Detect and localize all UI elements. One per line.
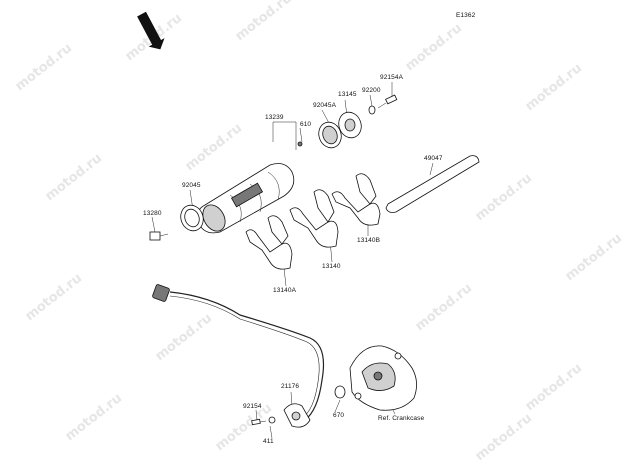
label-13145: 13145 xyxy=(338,91,357,98)
sensor-13280 xyxy=(149,231,169,241)
bolt-92154 xyxy=(251,418,267,426)
washer-92200 xyxy=(368,105,376,115)
bearing-92045 xyxy=(180,204,204,232)
label-92200: 92200 xyxy=(362,87,381,94)
shift-rod-49047 xyxy=(385,155,480,213)
shift-fork-13140 xyxy=(289,189,339,248)
diagram-code: E1362 xyxy=(456,12,476,19)
label-92154a: 92154A xyxy=(380,74,404,81)
label-13140b: 13140B xyxy=(357,237,381,244)
label-13280: 13280 xyxy=(143,210,162,217)
label-411: 411 xyxy=(263,438,274,445)
cam-13145 xyxy=(338,111,362,139)
washer-411 xyxy=(268,416,276,424)
label-670: 670 xyxy=(333,412,345,419)
label-92154: 92154 xyxy=(243,403,262,410)
label-92045: 92045 xyxy=(182,182,201,189)
front-arrow-icon xyxy=(137,11,165,50)
label-610: 610 xyxy=(300,121,312,128)
label-13140a: 13140A xyxy=(273,287,297,294)
crankcase-ref xyxy=(349,345,417,411)
label-ref-crankcase: Ref. Crankcase xyxy=(378,415,425,422)
shift-fork-13140a xyxy=(245,215,293,270)
o-ring-670 xyxy=(334,385,346,399)
label-92045a: 92045A xyxy=(313,102,337,109)
bolt-92154a xyxy=(377,94,398,109)
wire-harness xyxy=(152,284,325,421)
label-13239: 13239 xyxy=(265,114,284,121)
label-13140: 13140 xyxy=(322,263,341,270)
label-21176: 21176 xyxy=(281,383,300,390)
label-49047: 49047 xyxy=(424,155,443,162)
bearing-92045a xyxy=(318,121,342,149)
switch-21176 xyxy=(283,403,311,428)
shift-fork-13140b xyxy=(331,173,381,226)
